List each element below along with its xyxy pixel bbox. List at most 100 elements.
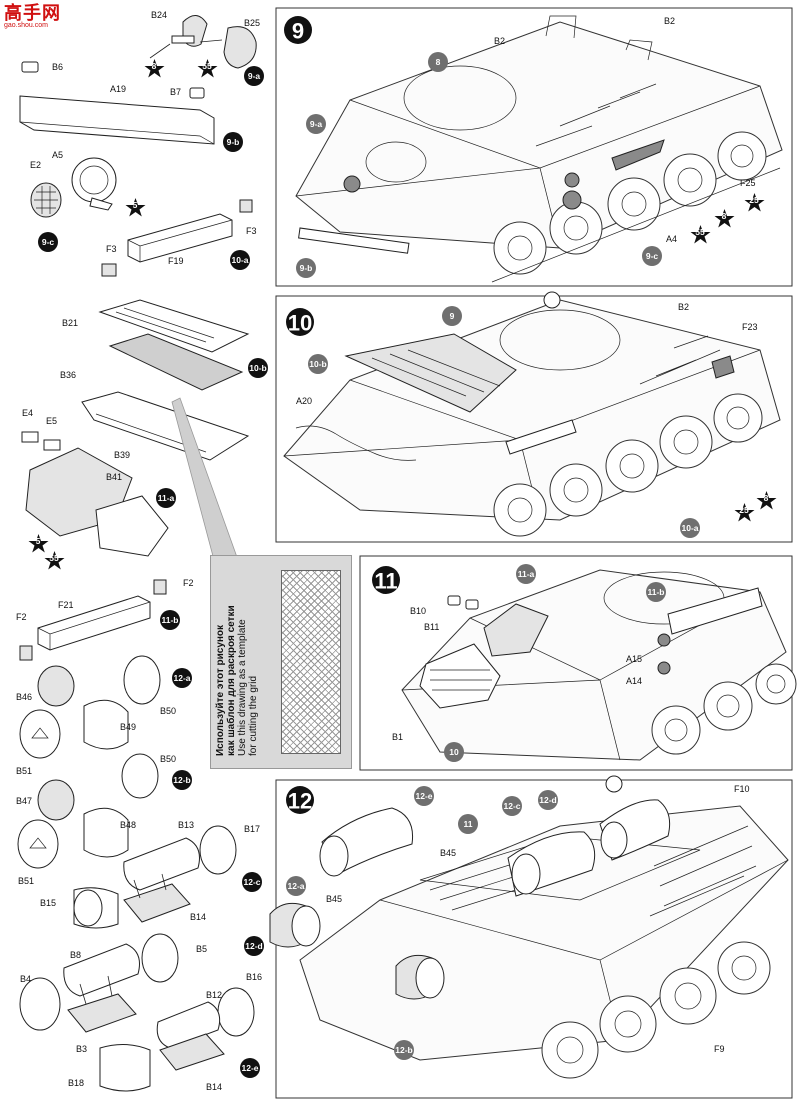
part-label: F23 bbox=[742, 322, 758, 332]
callout-11b: 11-b bbox=[647, 587, 664, 597]
part-label: B12 bbox=[206, 990, 222, 1000]
part-label: B25 bbox=[244, 18, 260, 28]
site-logo: 高手网 gao.shou.com bbox=[4, 4, 68, 30]
callout-12c: 12-c bbox=[243, 877, 260, 887]
part-label: B24 bbox=[151, 10, 167, 20]
part-label: B14 bbox=[206, 1082, 222, 1092]
part-label: E5 bbox=[46, 416, 57, 426]
callout-10a: 10-a bbox=[231, 255, 248, 265]
paint-callout: 55 bbox=[695, 227, 705, 237]
callout-9b: 9-b bbox=[227, 137, 240, 147]
reference-callout: 10 bbox=[449, 747, 459, 757]
part-label: F25 bbox=[740, 178, 756, 188]
part-label: F3 bbox=[106, 244, 117, 254]
paint-callout: 55 bbox=[49, 553, 59, 563]
template-text-en-1: Use this drawing as a template bbox=[237, 619, 248, 756]
part-label: B13 bbox=[178, 820, 194, 830]
part-label: B10 bbox=[410, 606, 426, 616]
part-label: B51 bbox=[18, 876, 34, 886]
paint-callout: 25 bbox=[739, 505, 749, 515]
subassembly-9a: B24 B25 bbox=[149, 10, 260, 69]
subassembly-9c: A5 E2 bbox=[30, 150, 117, 218]
paint-callout: 8 bbox=[152, 61, 157, 71]
part-label: B4 bbox=[20, 974, 31, 984]
reference-callout: 11 bbox=[464, 819, 473, 829]
callout-12c: 12-c bbox=[503, 801, 520, 811]
part-label: B6 bbox=[52, 62, 63, 72]
part-label: B45 bbox=[326, 894, 342, 904]
subassembly-12a: B46 B50 B49 B51 bbox=[16, 655, 176, 776]
part-label: B3 bbox=[76, 1044, 87, 1054]
callout-11a: 11-a bbox=[518, 569, 535, 579]
part-label: A15 bbox=[626, 654, 642, 664]
part-label: B21 bbox=[62, 318, 78, 328]
grid-template-panel: Используйте этот рисунок как шаблон для … bbox=[210, 555, 352, 769]
part-label: B48 bbox=[120, 820, 136, 830]
left-paint-callouts: 8 55 5 5 55 bbox=[28, 59, 218, 570]
callout-9a: 9-a bbox=[248, 71, 261, 81]
part-label: E2 bbox=[30, 160, 41, 170]
callout-12e: 12-e bbox=[415, 791, 432, 801]
paint-callout: 5 bbox=[133, 200, 138, 210]
callout-10a: 10-a bbox=[681, 523, 698, 533]
callout-11b: 11-b bbox=[161, 615, 178, 625]
callout-9c: 9-c bbox=[646, 251, 659, 261]
subassembly-9b: B6 B7 A19 bbox=[19, 61, 215, 145]
part-label: B5 bbox=[196, 944, 207, 954]
part-label: B1 bbox=[392, 732, 403, 742]
grid-cutting-template bbox=[281, 570, 341, 754]
part-label: B47 bbox=[16, 796, 32, 806]
callout-9b: 9-b bbox=[300, 263, 313, 273]
template-text-en-2: for cutting the grid bbox=[248, 675, 259, 756]
callout-12b: 12-b bbox=[395, 1045, 412, 1055]
callout-12a: 12-a bbox=[287, 881, 304, 891]
part-label: B49 bbox=[120, 722, 136, 732]
subassembly-12e: B16 B12 B18 B14 bbox=[68, 972, 262, 1092]
step-12-panel: 12 B45 B45 F10 F9 12-e 11 12-c bbox=[269, 775, 793, 1099]
part-label: F2 bbox=[16, 612, 27, 622]
subassembly-10b: B21 B36 E4 E5 B39 B41 bbox=[21, 299, 250, 557]
part-label: B50 bbox=[160, 706, 176, 716]
callout-12d: 12-d bbox=[539, 795, 556, 805]
part-label: B41 bbox=[106, 472, 122, 482]
step-number: 10 bbox=[288, 311, 312, 336]
part-label: B2 bbox=[678, 302, 689, 312]
callout-11a: 11-a bbox=[158, 493, 175, 503]
part-label: B2 bbox=[664, 16, 675, 26]
part-label: F10 bbox=[734, 784, 750, 794]
logo-url: gao.shou.com bbox=[4, 22, 48, 29]
callout-12d: 12-d bbox=[245, 941, 262, 951]
callout-12b: 12-b bbox=[173, 775, 190, 785]
template-instructions: Используйте этот рисунок как шаблон для … bbox=[215, 566, 259, 756]
callout-10b: 10-b bbox=[309, 359, 326, 369]
paint-callout: 8 bbox=[722, 211, 727, 221]
part-label: F21 bbox=[58, 600, 74, 610]
step-number: 11 bbox=[374, 569, 397, 594]
part-label: B16 bbox=[246, 972, 262, 982]
callout-12a: 12-a bbox=[173, 673, 190, 683]
reference-callout: 9 bbox=[450, 311, 455, 321]
step-9-panel: 9 B2 B2 F25 A4 8 9-a 9-b 9-c bbox=[275, 7, 793, 287]
subassembly-12d: B8 B5 B4 B3 bbox=[19, 933, 207, 1054]
part-label: E4 bbox=[22, 408, 33, 418]
callout-9c: 9-c bbox=[42, 237, 55, 247]
part-label: B46 bbox=[16, 692, 32, 702]
callout-12e: 12-e bbox=[241, 1063, 258, 1073]
step-10-panel: 10 B2 F23 A20 9 10-b 10-a 25 8 bbox=[275, 291, 793, 543]
step-number: 9 bbox=[292, 19, 304, 44]
part-label: F2 bbox=[183, 578, 194, 588]
paint-callout: 8 bbox=[764, 493, 769, 503]
paint-callout: 5 bbox=[36, 536, 41, 546]
part-label: A20 bbox=[296, 396, 312, 406]
subassembly-12b: B50 B47 B48 B51 bbox=[16, 753, 176, 886]
part-label: A5 bbox=[52, 150, 63, 160]
logo-text: 高手网 bbox=[4, 3, 61, 23]
part-label: B45 bbox=[440, 848, 456, 858]
part-label: B11 bbox=[424, 622, 439, 632]
part-label: F19 bbox=[168, 256, 184, 266]
part-label: A19 bbox=[110, 84, 126, 94]
subassembly-11b: F2 F21 F2 bbox=[16, 578, 194, 661]
callout-10b: 10-b bbox=[249, 363, 266, 373]
callout-9a: 9-a bbox=[310, 119, 323, 129]
